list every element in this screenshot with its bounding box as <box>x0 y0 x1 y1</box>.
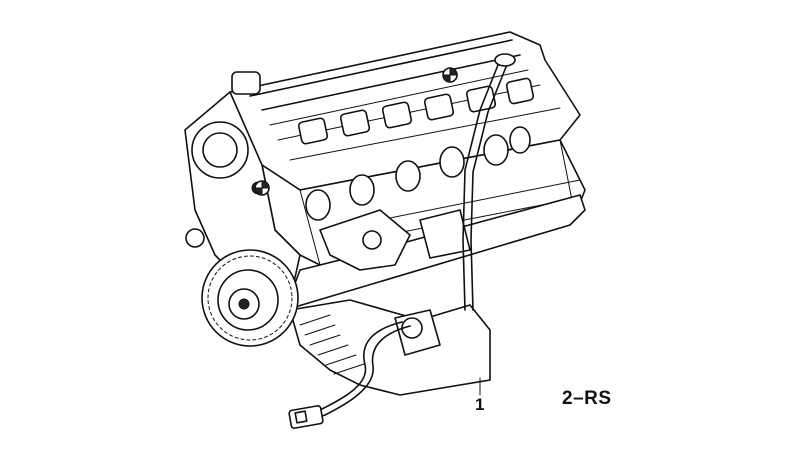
manifold-bracket <box>319 209 471 271</box>
diagram-code: 2–RS <box>562 388 612 409</box>
callout-number: 1 <box>475 395 485 414</box>
cylinder-openings <box>305 126 531 221</box>
bmw-roundel-icon <box>254 67 458 196</box>
cable-plug-icon <box>288 405 324 429</box>
valve-ports <box>297 77 535 145</box>
oil-dipstick-icon <box>462 53 516 311</box>
oil-pan-ribs <box>299 314 365 375</box>
oil-level-sensor <box>394 309 441 356</box>
timing-cover <box>184 71 301 301</box>
sensor-cable <box>304 321 411 421</box>
timing-gear-icon <box>201 249 299 347</box>
